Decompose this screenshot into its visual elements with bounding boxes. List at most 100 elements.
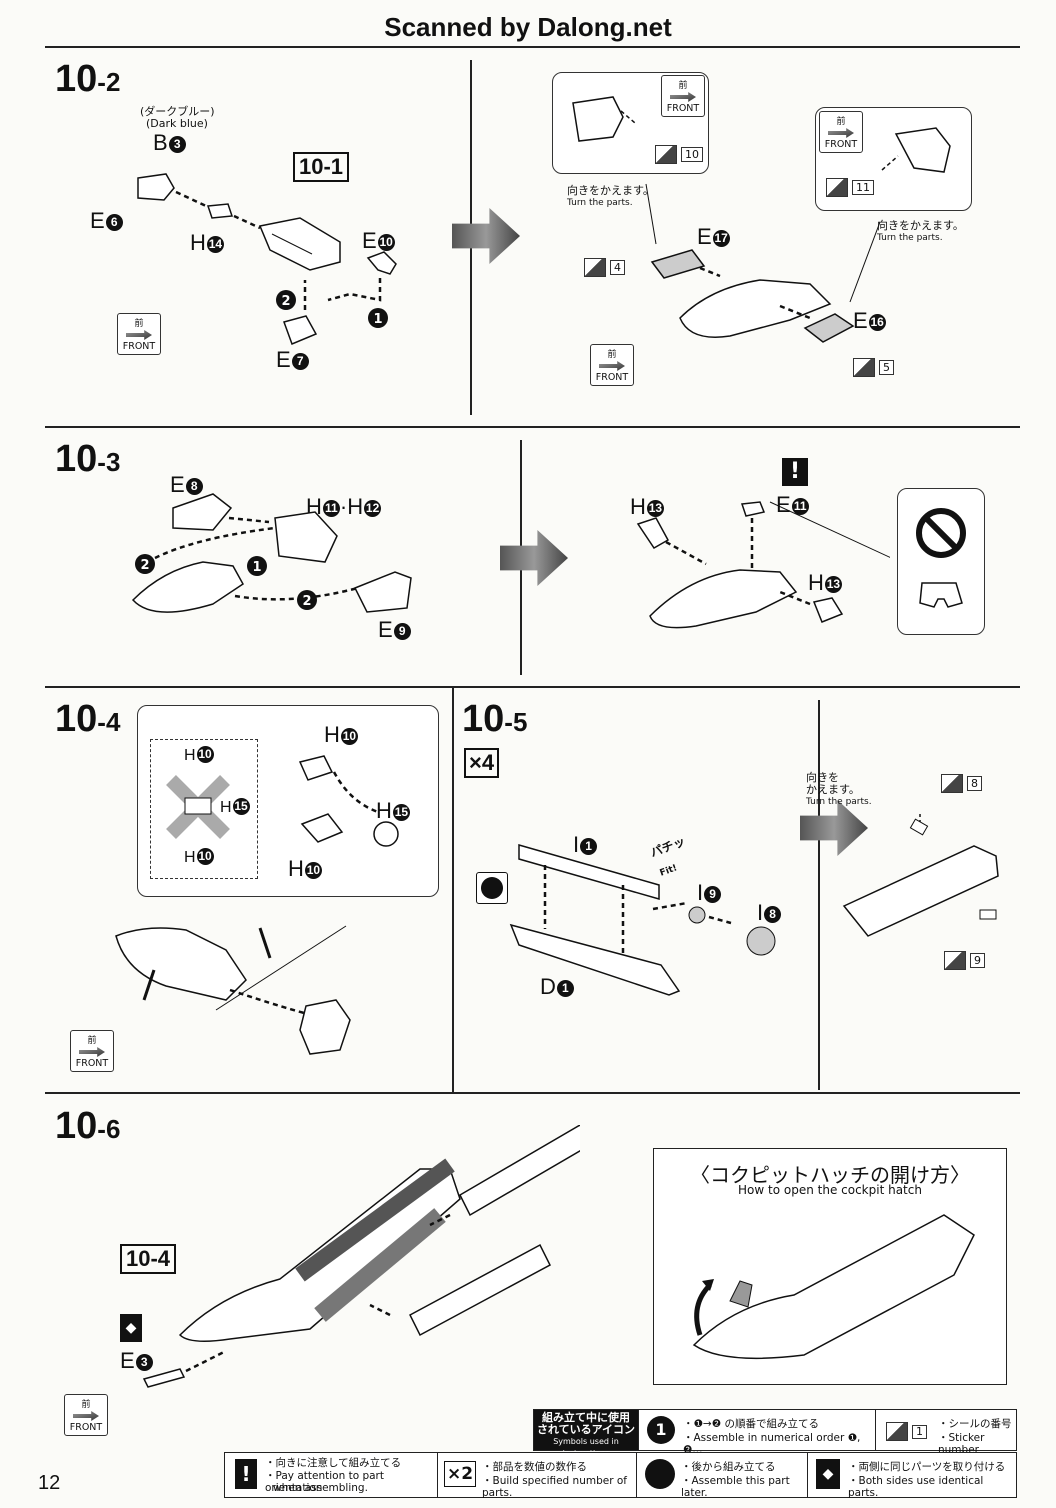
turn-parts-jp-b: 向きをかえます。 [877,219,964,232]
split-10-5 [818,700,820,1090]
step-10-5-title: 10-5 [462,698,528,740]
ref-step-10-1: 10-1 [293,152,350,182]
step-10-2-title: 10-2 [55,58,121,100]
step-10-6-drawing [142,1125,580,1388]
sticker-10-callout: 10 [655,145,703,164]
hand-parts-drawing [298,755,399,847]
step-10-5-drawing [509,844,776,996]
cockpit-hatch-title-en: How to open the cockpit hatch [738,1183,922,1197]
legend-build-quantity: ×2 ・部品を数値の数作る ・Build specified number of… [437,1452,637,1499]
divider-10-4 [45,686,1020,688]
assembled-view-box [150,739,258,879]
divider-10-6 [45,1092,1020,1094]
legend-assemble-later: ・後から組み立てる ・Assemble this part later. [636,1452,808,1499]
cockpit-hatch-box: 〈コクピットハッチの開け方〉 How to open the cockpit h… [653,1148,1007,1385]
build-quantity-x4: ×4 [464,748,500,778]
sticker-9: 9 [944,951,985,970]
cockpit-hatch-title-jp: 〈コクピットハッチの開け方〉 [690,1163,970,1187]
divider-10-3 [45,426,1020,428]
legend-caution: ! ・向きに注意して組み立てる ・Pay attention to part o… [224,1452,438,1498]
sticker-5: 5 [853,358,894,377]
assemble-later-icon [476,872,508,904]
step-10-2-result-drawing [645,183,881,343]
legend-both-sides: ◆ ・両側に同じパーツを取り付ける ・Both sides use identi… [807,1452,1017,1499]
turn-parts-en-b: Turn the parts. [877,233,943,243]
wrong-orientation-part [919,582,963,608]
svg-text:2: 2 [140,558,149,573]
caution-icon: ! [782,458,808,486]
turn-parts-jp-a: 向きをかえます。 [567,184,654,197]
split-10-4-10-5 [452,688,454,1092]
cockpit-hatch-drawing [692,1214,975,1360]
dark-blue-label-en: (Dark blue) [146,117,208,130]
legend-title: 組み立て中に使用 されているアイコン Symbols used in instr… [533,1409,639,1458]
both-sides-icon-10-6: ◆ [120,1314,142,1342]
step-10-6-title: 10-6 [55,1105,121,1147]
svg-text:2: 2 [281,294,290,309]
step-10-4-drawing [115,925,351,1055]
step-10-5-result-drawing [842,814,999,937]
callout-right-part [881,127,951,173]
svg-text:1: 1 [252,560,261,575]
ref-step-10-4: 10-4 [120,1244,177,1274]
step-10-4-title: 10-4 [55,698,121,740]
prohibited-callout [897,488,985,635]
sticker-4: 4 [584,258,625,277]
turn-parts-en-c: Turn the parts. [806,797,872,807]
prohibited-icon [916,508,966,558]
page-number: 12 [38,1472,61,1494]
legend-order: 1 ・❶→❷ の順番で組み立てる ・Assemble in numerical … [638,1409,876,1456]
step-10-3-title: 10-3 [55,438,121,480]
turn-parts-jp-c2: かえます。 [806,783,860,796]
svg-text:1: 1 [373,312,382,327]
step-10-3-result-drawing [636,501,890,629]
dark-blue-label-jp: (ダークブルー) [140,105,215,118]
svg-text:2: 2 [302,594,311,609]
turn-parts-en-a: Turn the parts. [567,198,633,208]
turn-parts-jp-c1: 向きを [806,771,839,784]
assembled-hands-drawing [166,775,230,839]
order-icon: 1 [647,1416,675,1444]
step-10-2-drawing: 2 1 [137,173,397,345]
proceed-arrow-10-3 [500,530,568,586]
callout-left-part [572,96,636,142]
step-10-3-drawing: 2 1 2 [131,493,412,613]
proceed-arrow-10-2 [452,208,520,264]
legend-sticker: 1 ・シールの番号 ・Sticker number [875,1409,1017,1456]
sticker-11-callout: 11 [826,178,874,197]
sticker-8: 8 [941,774,982,793]
top-divider [45,46,1020,48]
